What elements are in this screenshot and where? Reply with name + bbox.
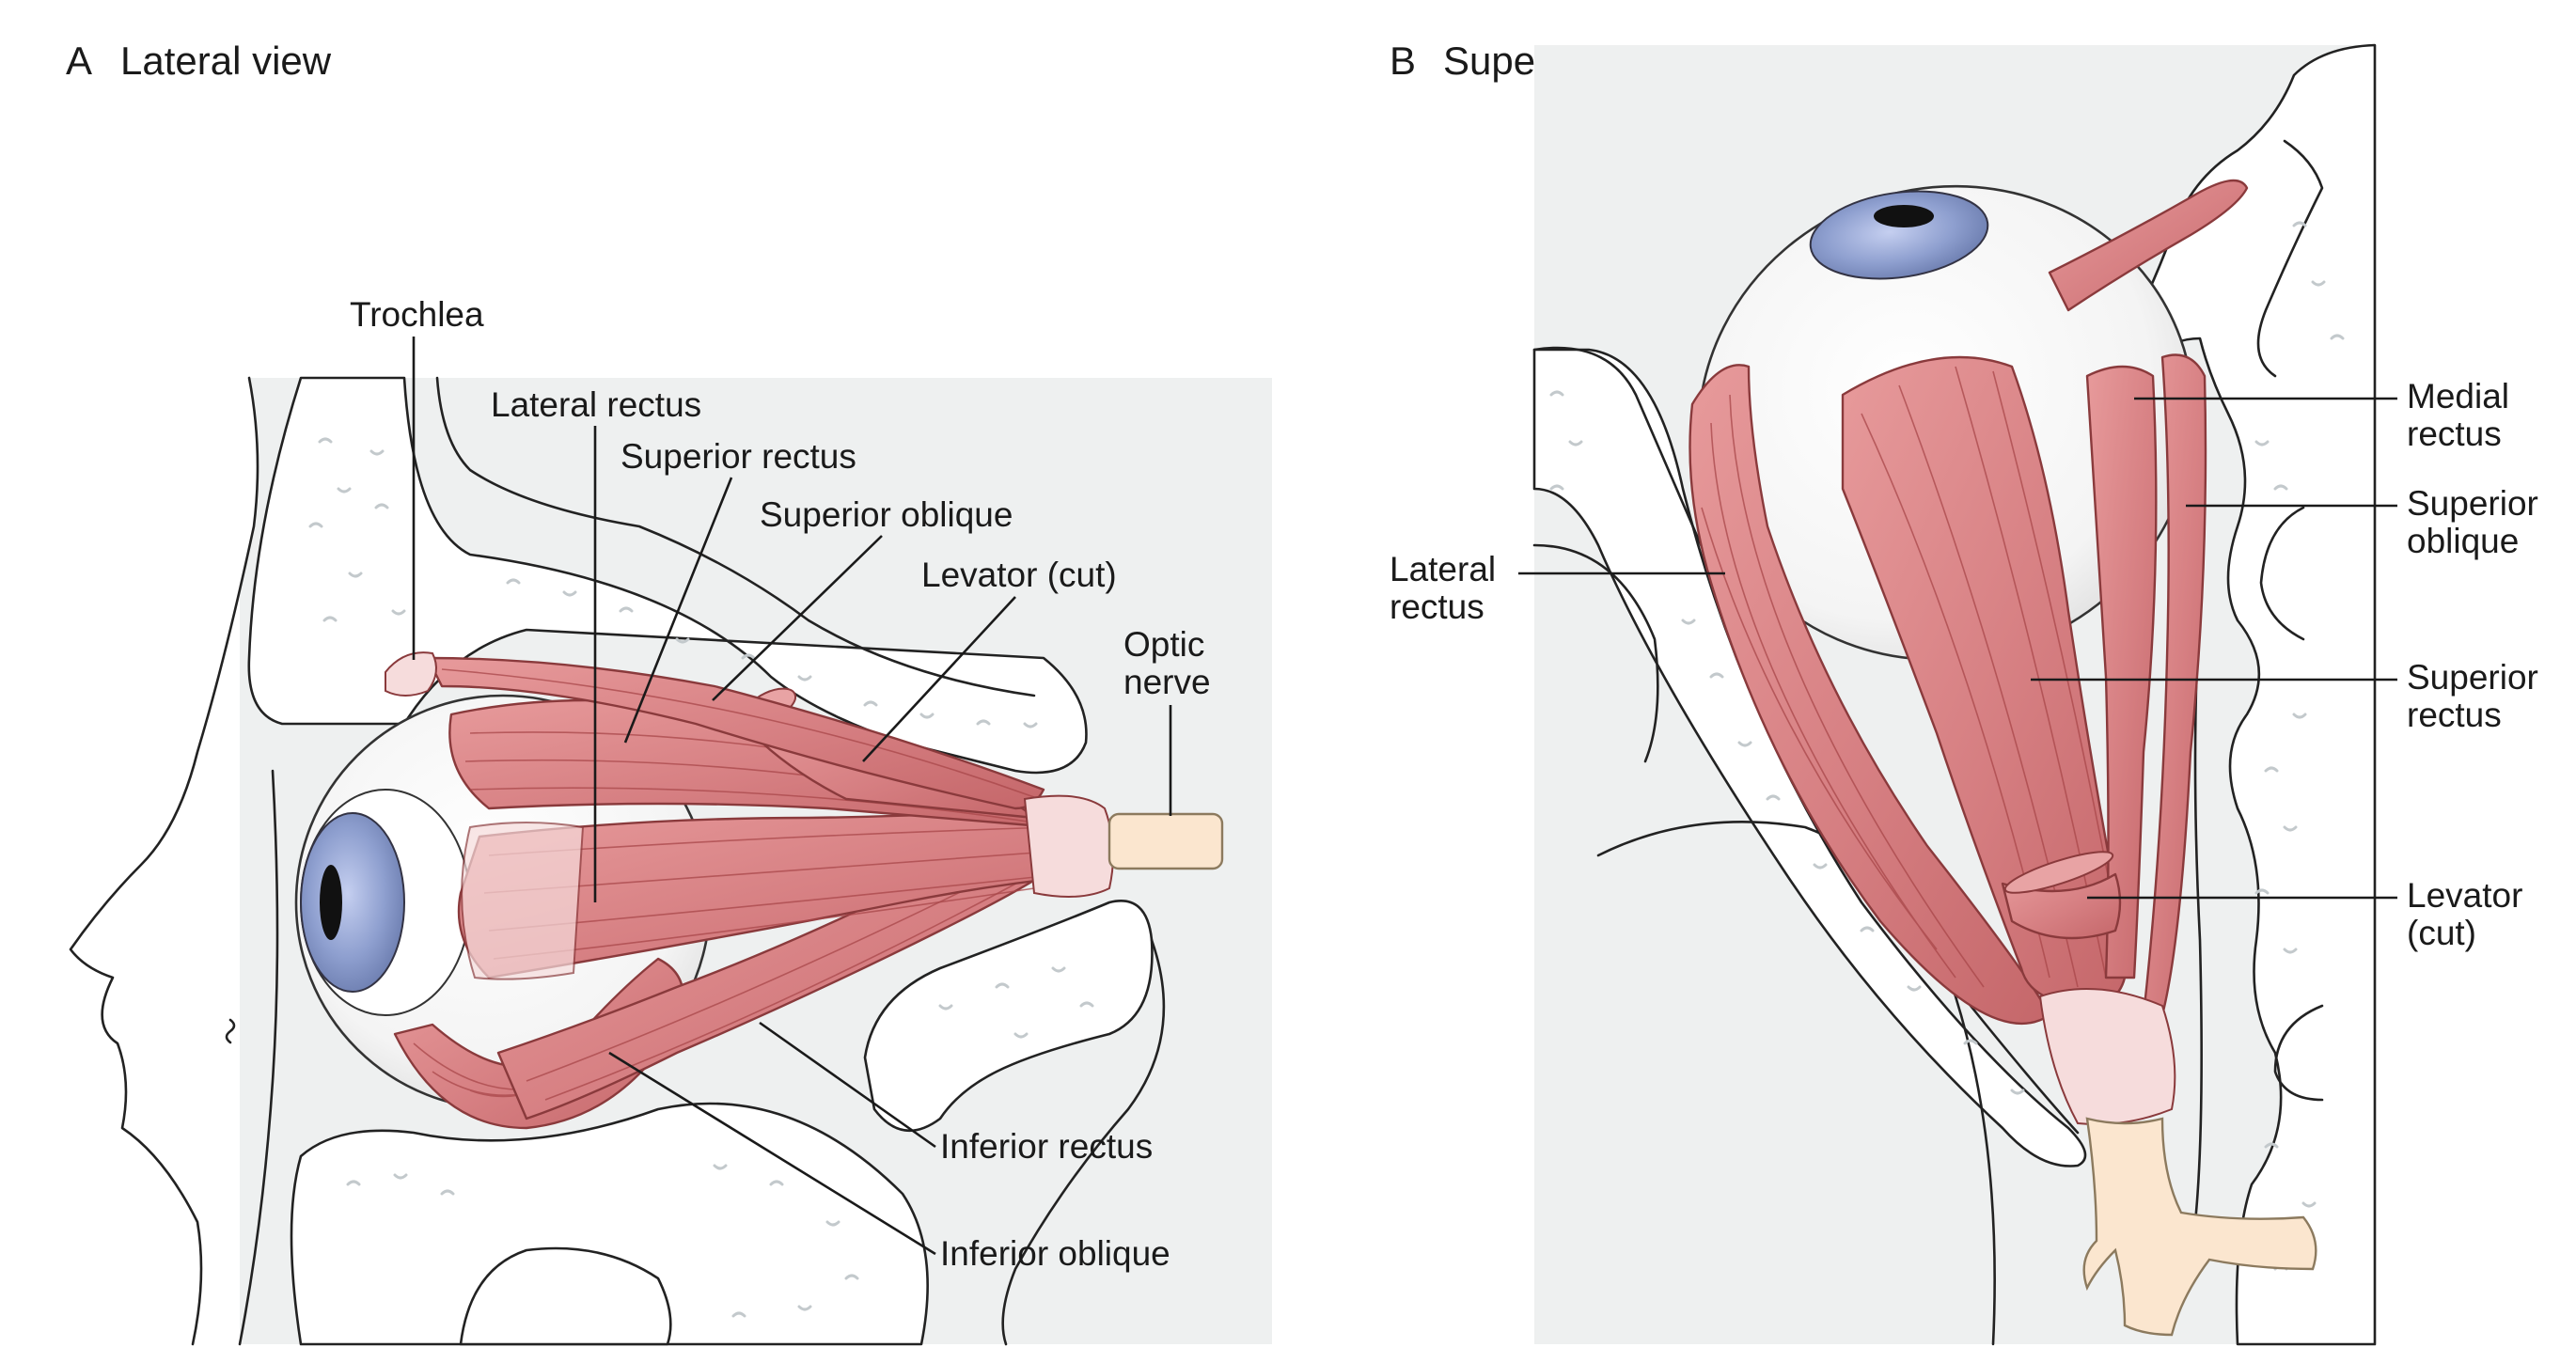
face-profile-fill [66, 378, 258, 1344]
label-optic-nerve-line2: nerve [1123, 663, 1211, 701]
label-inferior-rectus-a: Inferior rectus [940, 1127, 1153, 1166]
lateral-rectus-tendon [461, 822, 585, 980]
trochlea-pulley [385, 651, 437, 697]
superior-oblique-tendon-superior [2048, 179, 2249, 312]
ethmoid-line-1 [2256, 139, 2324, 378]
panel-a-lateral-view: A Lateral view [66, 39, 1272, 1346]
inferior-rectus-fibers [526, 864, 1026, 1101]
label-lateral-rectus-a: Lateral rectus [491, 385, 701, 424]
panel-a-letter: A [66, 39, 92, 83]
nasal-bone-line [238, 769, 279, 1346]
optic-nerve-lateral [1107, 812, 1224, 870]
nostril-mark [225, 1018, 236, 1044]
label-superior-rectus-b-line1: Superior [2407, 658, 2538, 697]
leader-inferior-rectus-a [759, 1021, 936, 1149]
optic-nerve-chiasm-superior [2082, 1117, 2317, 1337]
pupil-lateral [320, 865, 342, 940]
label-levator-a: Levator (cut) [921, 556, 1117, 594]
ethmoid-line-2 [2259, 506, 2305, 641]
label-superior-oblique-a: Superior oblique [760, 495, 1013, 534]
label-lateral-rectus-b-line1: Lateral [1390, 550, 1496, 588]
lateral-rectus-fibers [483, 826, 1063, 960]
posterior-fossa-line [1001, 938, 1166, 1346]
label-trochlea: Trochlea [350, 295, 484, 334]
superior-rectus-fibers-superior [1861, 366, 2121, 988]
panel-a-title: Lateral view [120, 39, 332, 83]
orbital-roof-inner [435, 376, 1036, 697]
annulus-superior [2038, 988, 2176, 1125]
label-superior-rectus-b-line2: rectus [2407, 696, 2502, 734]
orbital-roof-bone [247, 376, 1088, 775]
label-superior-oblique-b-line1: Superior [2407, 484, 2538, 523]
leader-levator-a [862, 596, 1016, 762]
bone-texture-a [308, 437, 1094, 1318]
panel-b-letter: B [1390, 39, 1416, 83]
bone-texture-b [1549, 221, 2345, 1271]
temporal-fossa-line [1532, 543, 1659, 763]
iris-lateral [300, 812, 405, 993]
panel-b-superior-view: B Superior view [1390, 39, 2538, 1346]
label-levator-b-line1: Levator [2407, 876, 2522, 915]
medial-rectus-muscle-superior [2085, 365, 2158, 979]
label-superior-rectus-a: Superior rectus [620, 437, 856, 476]
superior-oblique-fibers [441, 668, 1035, 798]
leader-inferior-oblique-a [608, 1051, 936, 1256]
face-profile-line [69, 376, 259, 1346]
ethmoid-line-3 [2273, 1004, 2324, 1102]
label-lateral-rectus-b-line2: rectus [1390, 588, 1484, 626]
lateral-rectus-fibers-superior [1701, 394, 1985, 988]
label-levator-b-line2: (cut) [2407, 914, 2476, 952]
maxillary-sinus [459, 1246, 672, 1346]
label-superior-oblique-b-line2: oblique [2407, 522, 2519, 560]
leader-superior-oblique-a [712, 535, 883, 701]
label-medial-rectus-line2: rectus [2407, 415, 2502, 453]
lateral-orbital-wall [1532, 348, 2087, 1167]
label-medial-rectus-line1: Medial [2407, 377, 2509, 415]
label-inferior-oblique-a: Inferior oblique [940, 1234, 1170, 1273]
iris-superior [1809, 190, 1989, 280]
maxilla-bone [290, 1102, 929, 1346]
superior-oblique-muscle-superior [2142, 353, 2207, 1017]
leader-superior-rectus-a [623, 477, 733, 744]
label-optic-nerve-line1: Optic [1123, 625, 1204, 664]
levator-cut-end-superior [2003, 851, 2114, 894]
annulus-of-zinn [1023, 794, 1114, 898]
pupil-superior [1874, 205, 1934, 227]
sphenoid-bone [863, 900, 1154, 1133]
